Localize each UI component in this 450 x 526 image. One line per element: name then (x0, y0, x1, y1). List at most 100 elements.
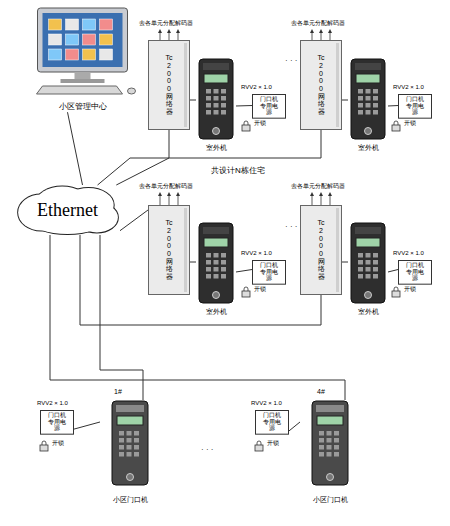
key (327, 431, 332, 436)
up-arrow (178, 31, 179, 40)
camera-lens (213, 128, 220, 135)
node-text: 门口机 专用电源 (405, 262, 425, 283)
unit-shape (348, 58, 388, 153)
power-box-outline (399, 94, 432, 118)
display-window (356, 238, 380, 247)
key (358, 103, 363, 108)
annotation-label: 去各单元分配解码器 (138, 20, 194, 27)
annotation-label: 开锁 (51, 440, 65, 447)
key (358, 89, 363, 94)
key (221, 274, 226, 279)
annotation-label: 开锁 (253, 120, 267, 127)
network-box: Tc2000 网络器 (148, 205, 190, 295)
screen-tile (66, 19, 79, 30)
up-arrow (330, 31, 331, 40)
camera-lens (213, 292, 220, 299)
network-cable (388, 270, 398, 272)
network-box-outline (149, 206, 190, 295)
key (358, 253, 363, 258)
network-box-outline (301, 41, 342, 130)
annotation-label: RVV2 × 1.0 (392, 250, 425, 257)
computer-node: 小区管理中心 (25, 6, 140, 112)
key (214, 89, 219, 94)
node-text: 门口机 专用电源 (47, 412, 67, 433)
key (221, 96, 226, 101)
key (214, 267, 219, 272)
unit-housing (112, 401, 148, 485)
outdoor-unit: 室外机 (348, 222, 388, 317)
key (327, 438, 332, 443)
node-text: 小区门口机 (113, 496, 148, 505)
network-cable (190, 100, 196, 101)
annotation-label: · · · (284, 56, 298, 66)
node-text: 门口机 专用电源 (259, 262, 279, 283)
unit-housing (351, 223, 385, 303)
key (366, 253, 371, 258)
key (366, 89, 371, 94)
unit-housing (351, 59, 385, 139)
network-cable (236, 105, 252, 106)
up-arrow (169, 31, 170, 40)
annotation-label: 共设计N栋住宅 (210, 166, 266, 176)
up-arrow (312, 194, 313, 205)
key (206, 267, 211, 272)
annotation-label: · · · (200, 445, 214, 455)
up-arrow (160, 31, 161, 40)
key (206, 96, 211, 101)
node-text: 室外机 (206, 144, 227, 153)
power-box-outline (253, 260, 286, 284)
camera-lens (327, 474, 334, 481)
key (119, 452, 124, 457)
display-window (356, 74, 380, 83)
lock-icon (392, 287, 400, 297)
network-cable (190, 262, 196, 263)
top-panel (203, 63, 229, 70)
key (221, 89, 226, 94)
key (214, 96, 219, 101)
top-panel (116, 405, 144, 412)
screen-tile (83, 34, 96, 45)
key (358, 274, 363, 279)
key (366, 274, 371, 279)
key (319, 445, 324, 450)
key (206, 274, 211, 279)
ethernet-cloud: Ethernet (15, 185, 120, 235)
key (214, 274, 219, 279)
cloud-outline (18, 187, 118, 235)
power-supply-box: 门口机 专用电源 (398, 94, 432, 119)
monitor-body (38, 8, 128, 72)
network-cable (74, 422, 100, 429)
key (373, 260, 378, 265)
gate-unit: 小区门口机 (100, 400, 160, 505)
key (373, 253, 378, 258)
top-panel (355, 227, 381, 234)
unit-shape (348, 222, 388, 317)
network-box-outline (301, 206, 342, 295)
up-arrow (312, 31, 313, 40)
node-text: 门口机 专用电源 (405, 96, 425, 117)
key (134, 445, 139, 450)
screen-tile (100, 19, 113, 30)
lock-icon (255, 441, 263, 451)
box-side (336, 43, 339, 127)
lock-icon (242, 287, 250, 297)
key (134, 438, 139, 443)
power-box-outline (256, 410, 289, 434)
key (127, 445, 132, 450)
camera-lens (127, 474, 134, 481)
key (334, 438, 339, 443)
node-text: Ethernet (37, 200, 98, 221)
key (373, 103, 378, 108)
unit-housing (312, 401, 348, 485)
key (319, 438, 324, 443)
screen-tile (100, 34, 113, 45)
node-text: 室外机 (206, 308, 227, 317)
node-text: 小区门口机 (313, 496, 348, 505)
key (214, 253, 219, 258)
display-window (204, 74, 228, 83)
key (119, 431, 124, 436)
key (327, 445, 332, 450)
gate-shape (100, 400, 160, 505)
camera-lens (365, 292, 372, 299)
